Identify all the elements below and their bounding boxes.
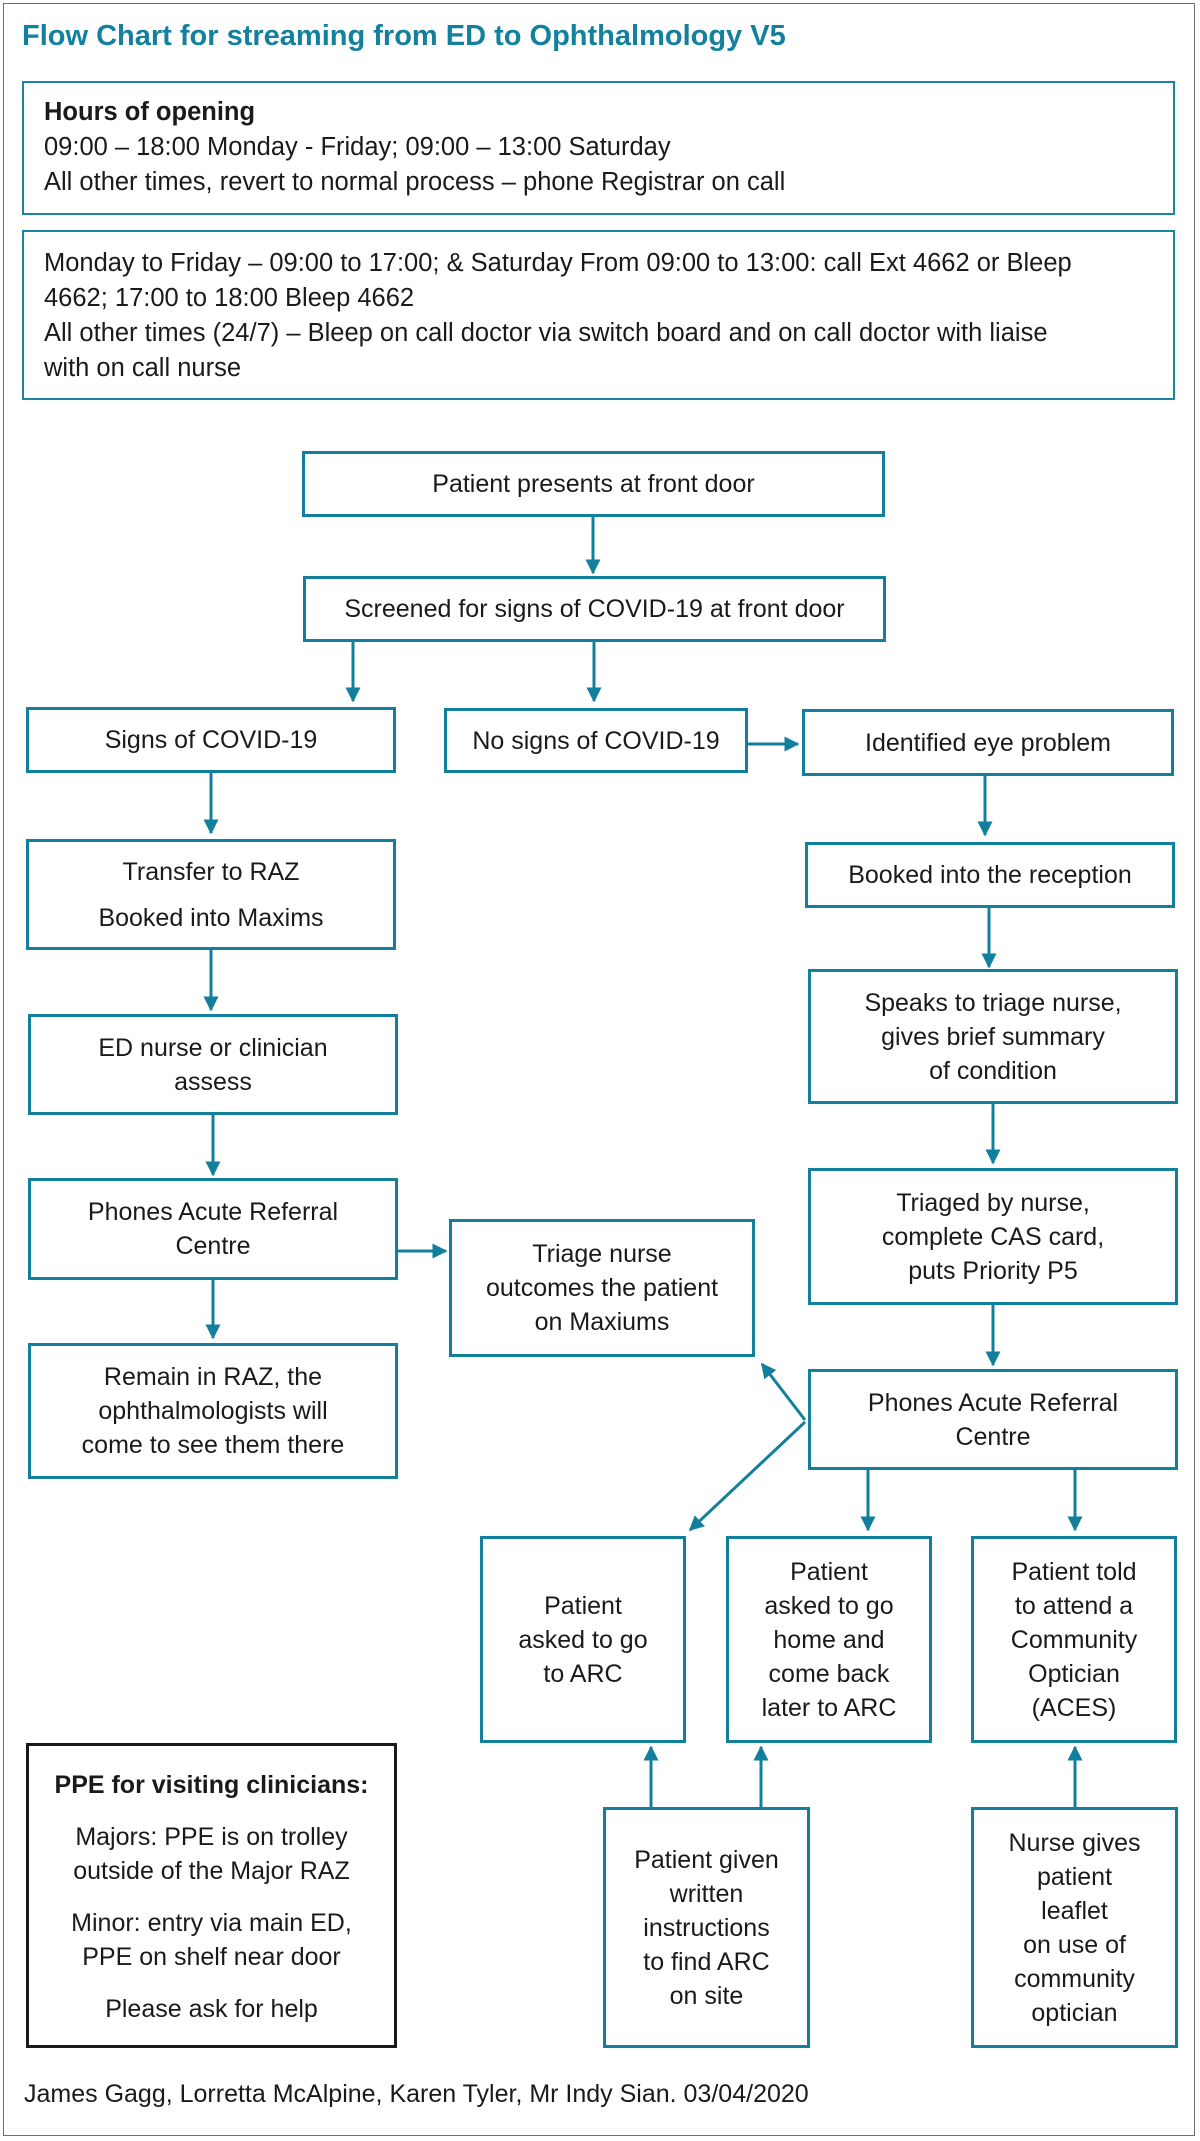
node-text: Centre [175,1232,251,1260]
node-speaks-triage-nurse: Speaks to triage nurse, gives brief summ… [808,969,1178,1104]
node-text: come to see them there [81,1431,345,1459]
ppe-line: outside of the Major RAZ [73,1857,350,1885]
node-screened-covid: Screened for signs of COVID-19 at front … [303,576,886,642]
node-text: later to ARC [761,1693,897,1722]
contact-line: 4662; 17:00 to 18:00 Bleep 4662 [44,284,415,312]
node-text: Optician [1028,1659,1120,1688]
node-transfer-raz: Transfer to RAZ Booked into Maxims [26,839,396,950]
page-frame [3,3,1195,2136]
node-text: to find ARC [643,1947,770,1976]
node-text: Screened for signs of COVID-19 at front … [344,595,845,623]
hours-of-opening-box: Hours of opening 09:00 – 18:00 Monday - … [22,81,1175,215]
node-signs-covid: Signs of COVID-19 [26,707,396,773]
node-asked-go-arc: Patient asked to go to ARC [480,1536,686,1743]
ppe-majors: Majors: PPE is on trolley outside of the… [29,1820,394,1888]
hours-line: All other times, revert to normal proces… [44,168,786,196]
node-text: Patient presents at front door [432,470,755,498]
node-triage-outcomes: Triage nurse outcomes the patient on Max… [449,1219,755,1357]
contact-box: Monday to Friday – 09:00 to 17:00; & Sat… [22,230,1175,400]
ppe-box: PPE for visiting clinicians: Majors: PPE… [26,1743,397,2048]
node-text: asked to go [764,1591,894,1620]
node-phones-arc-right: Phones Acute Referral Centre [808,1369,1178,1470]
node-text: No signs of COVID-19 [472,726,720,755]
node-community-optician: Patient told to attend a Community Optic… [971,1536,1177,1743]
node-text: Booked into Maxims [98,903,324,932]
node-text: Phones Acute Referral [867,1388,1119,1417]
node-text: Patient [790,1557,868,1586]
node-text: Patient [544,1591,622,1620]
node-text: on use of [1023,1930,1126,1959]
node-text: Nurse gives [1008,1828,1141,1857]
page-title: Flow Chart for streaming from ED to Opht… [22,20,786,52]
contact-line: All other times (24/7) – Bleep on call d… [44,319,1048,347]
node-home-come-back-later: Patient asked to go home and come back l… [726,1536,932,1743]
node-written-instructions: Patient given written instructions to fi… [603,1807,810,2048]
node-text: come back [768,1659,890,1688]
node-text: Booked into the reception [848,861,1132,889]
node-text: assess [174,1067,252,1096]
node-text: instructions [643,1913,770,1942]
node-text: Identified eye problem [865,728,1111,757]
node-text: Speaks to triage nurse, [864,988,1122,1017]
node-identified-eye-problem: Identified eye problem [802,709,1174,776]
contact-line: with on call nurse [44,354,242,382]
node-text: gives brief summary [881,1022,1105,1051]
node-text: leaflet [1041,1896,1108,1925]
ppe-help: Please ask for help [105,1995,318,2023]
arrow-phones-to-triage-outcomes-diag [760,1362,807,1421]
node-text: complete CAS card, [881,1222,1105,1251]
node-text: Transfer to RAZ [122,857,300,886]
node-text: Remain in RAZ, the [103,1363,323,1391]
arrow-phones-to-go-arc [688,1420,807,1532]
node-text: (ACES) [1031,1693,1117,1722]
node-text: Triage nurse [532,1240,672,1268]
ppe-line: PPE on shelf near door [82,1943,341,1971]
node-text: Patient given [634,1845,779,1874]
hours-heading: Hours of opening [44,98,256,126]
node-text: Centre [955,1422,1031,1451]
node-text: on Maxiums [534,1308,670,1336]
authors-footer: James Gagg, Lorretta McAlpine, Karen Tyl… [24,2080,809,2108]
node-text: ED nurse or clinician [98,1033,328,1062]
node-text: community [1014,1964,1135,1993]
contact-line: Monday to Friday – 09:00 to 17:00; & Sat… [44,249,1072,277]
node-text: Phones Acute Referral [87,1198,339,1226]
node-booked-reception: Booked into the reception [805,842,1175,908]
ppe-line: Minor: entry via main ED, [71,1909,352,1937]
node-phones-arc-left: Phones Acute Referral Centre [28,1178,398,1280]
hours-line: 09:00 – 18:00 Monday - Friday; 09:00 – 1… [44,133,671,161]
ppe-heading: PPE for visiting clinicians: [54,1771,369,1799]
ppe-minor: Minor: entry via main ED, PPE on shelf n… [29,1906,394,1974]
node-ed-nurse-assess: ED nurse or clinician assess [28,1014,398,1115]
node-text: outcomes the patient [485,1274,719,1302]
ppe-line: Majors: PPE is on trolley [75,1823,348,1851]
node-text: to attend a [1014,1591,1134,1620]
node-text: puts Priority P5 [908,1256,1078,1285]
node-text: to ARC [543,1659,623,1688]
node-text: asked to go [518,1625,648,1654]
node-text: Signs of COVID-19 [104,726,318,754]
node-text: ophthalmologists will [98,1397,328,1425]
node-text: on site [669,1981,744,2010]
node-remain-raz: Remain in RAZ, the ophthalmologists will… [28,1343,398,1479]
node-text: Patient told [1011,1557,1137,1586]
node-no-signs-covid: No signs of COVID-19 [444,708,748,773]
node-text: Triaged by nurse, [896,1188,1090,1217]
node-text: written [669,1879,744,1908]
node-front-door: Patient presents at front door [302,451,885,517]
node-text: optician [1031,1998,1118,2027]
node-text: patient [1036,1862,1113,1891]
node-nurse-gives-leaflet: Nurse gives patient leaflet on use of co… [971,1807,1178,2048]
node-text: Community [1010,1625,1138,1654]
node-triaged-by-nurse: Triaged by nurse, complete CAS card, put… [808,1168,1178,1305]
node-text: home and [773,1625,885,1654]
node-text: of condition [929,1056,1057,1085]
